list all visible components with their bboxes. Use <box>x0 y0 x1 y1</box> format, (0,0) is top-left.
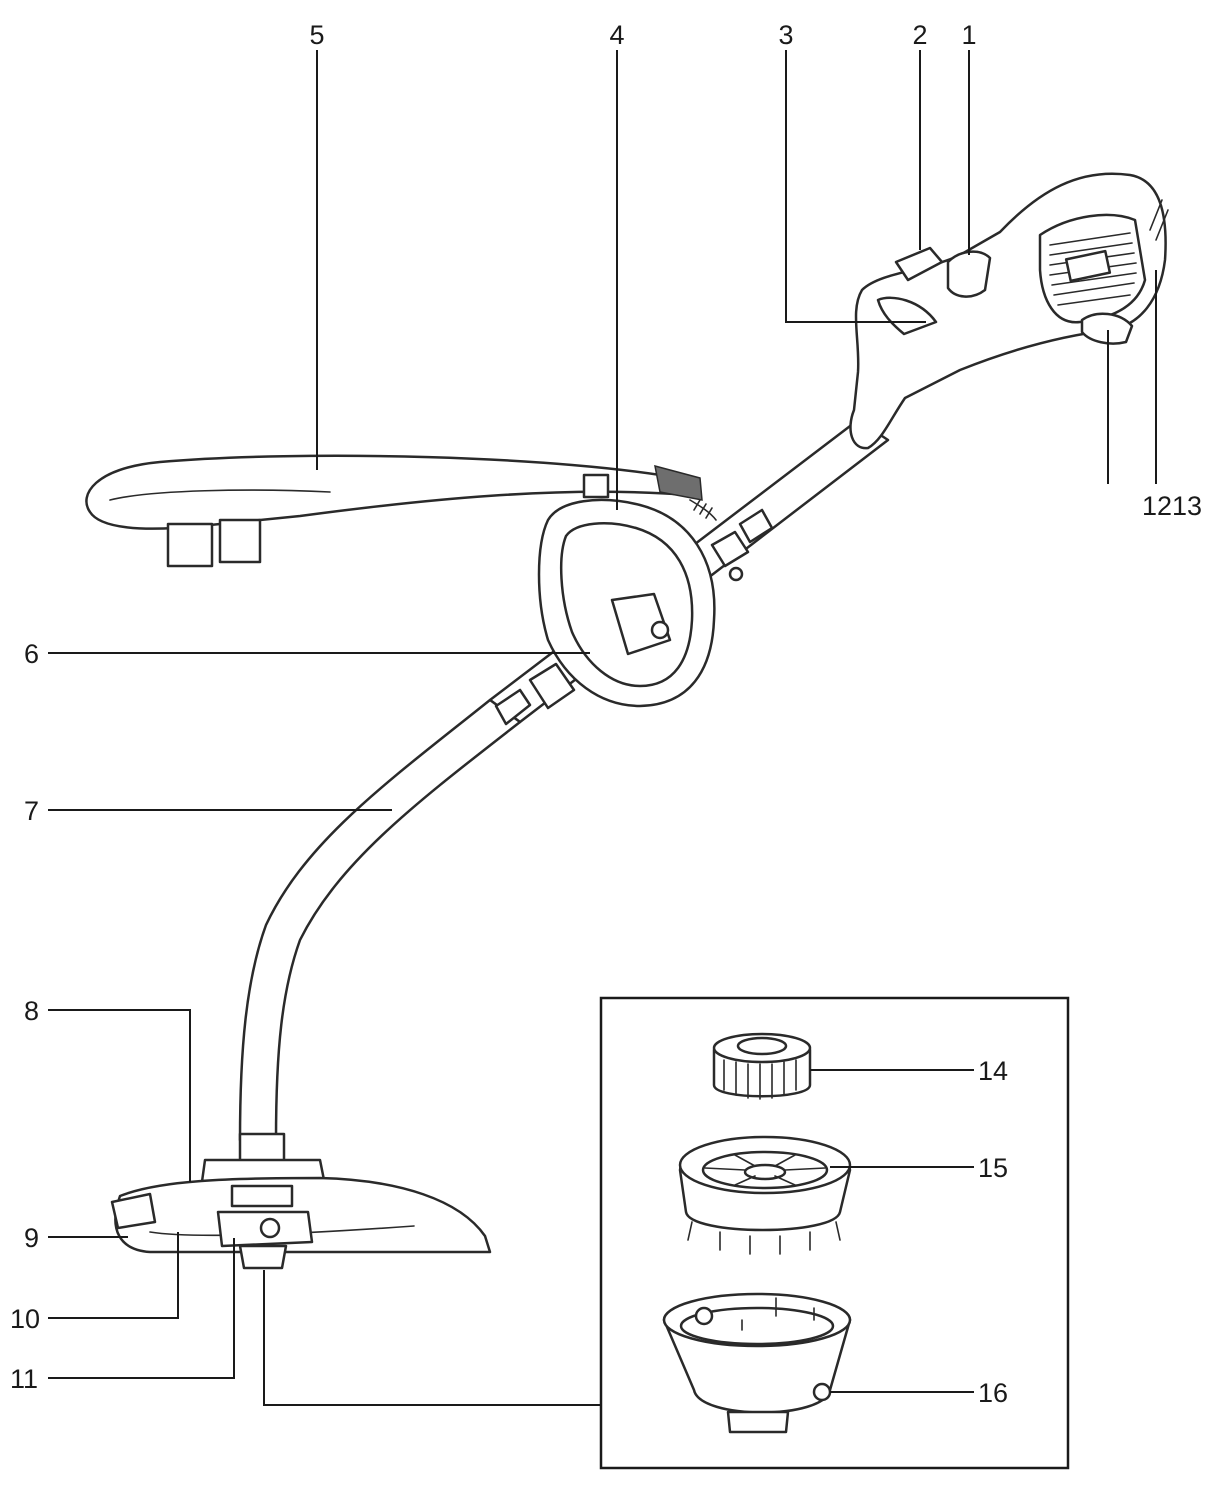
strap-buckle <box>166 522 214 568</box>
label-2: 2 <box>912 20 927 50</box>
spool-detail-inset <box>599 996 1070 1470</box>
label-15: 15 <box>978 1153 1008 1183</box>
strap-hook <box>654 464 703 501</box>
label-1: 1 <box>961 20 976 50</box>
strap-slider <box>582 473 610 499</box>
shaft-clamp <box>710 530 750 568</box>
label-3: 3 <box>778 20 793 50</box>
label-11: 11 <box>10 1364 38 1394</box>
lock-off-lever <box>946 250 992 298</box>
handle-knob <box>650 620 670 640</box>
label-5: 5 <box>309 20 324 50</box>
shaft-joint <box>738 508 774 544</box>
line-spool <box>678 1135 852 1255</box>
label-4: 4 <box>609 20 624 50</box>
label-9: 9 <box>24 1223 39 1253</box>
leader-lines <box>48 50 1157 1406</box>
handle-clamp <box>610 592 672 656</box>
bump-knob <box>712 1032 812 1100</box>
shaft-coupling-lower <box>494 688 532 726</box>
label-1213: 1213 <box>1142 491 1202 521</box>
motor-housing <box>849 172 1169 450</box>
strap-spring <box>693 499 713 519</box>
switch-trigger-grip <box>876 296 938 336</box>
auxiliary-handle <box>537 498 716 708</box>
gear-housing <box>230 1184 294 1208</box>
strap-buckle-clip <box>218 518 262 564</box>
shaft-coupling-mid <box>528 662 576 710</box>
spool-button <box>259 1217 281 1239</box>
inset-frame <box>599 996 1070 1470</box>
leader-11 <box>48 1238 235 1379</box>
trimmer-head-bump <box>238 1244 288 1270</box>
part-labels: 5 4 3 2 1 1213 6 7 8 9 10 11 14 15 16 <box>10 20 1202 1408</box>
leader-10 <box>48 1232 179 1319</box>
protector-guard <box>110 1132 492 1270</box>
shoulder-strap <box>85 454 717 568</box>
eyelet <box>812 1382 832 1402</box>
label-14: 14 <box>978 1056 1008 1086</box>
label-6: 6 <box>24 639 39 669</box>
label-7: 7 <box>24 796 39 826</box>
trigger-switch <box>894 246 944 282</box>
battery-latch <box>1080 312 1134 345</box>
label-10: 10 <box>10 1304 40 1334</box>
leader-3 <box>785 50 926 323</box>
label-16: 16 <box>978 1378 1008 1408</box>
leader-8 <box>48 1009 191 1182</box>
spool-housing <box>662 1292 852 1434</box>
leader-inset <box>263 1270 601 1406</box>
guard-front-tip <box>110 1192 157 1230</box>
label-8: 8 <box>24 996 39 1026</box>
